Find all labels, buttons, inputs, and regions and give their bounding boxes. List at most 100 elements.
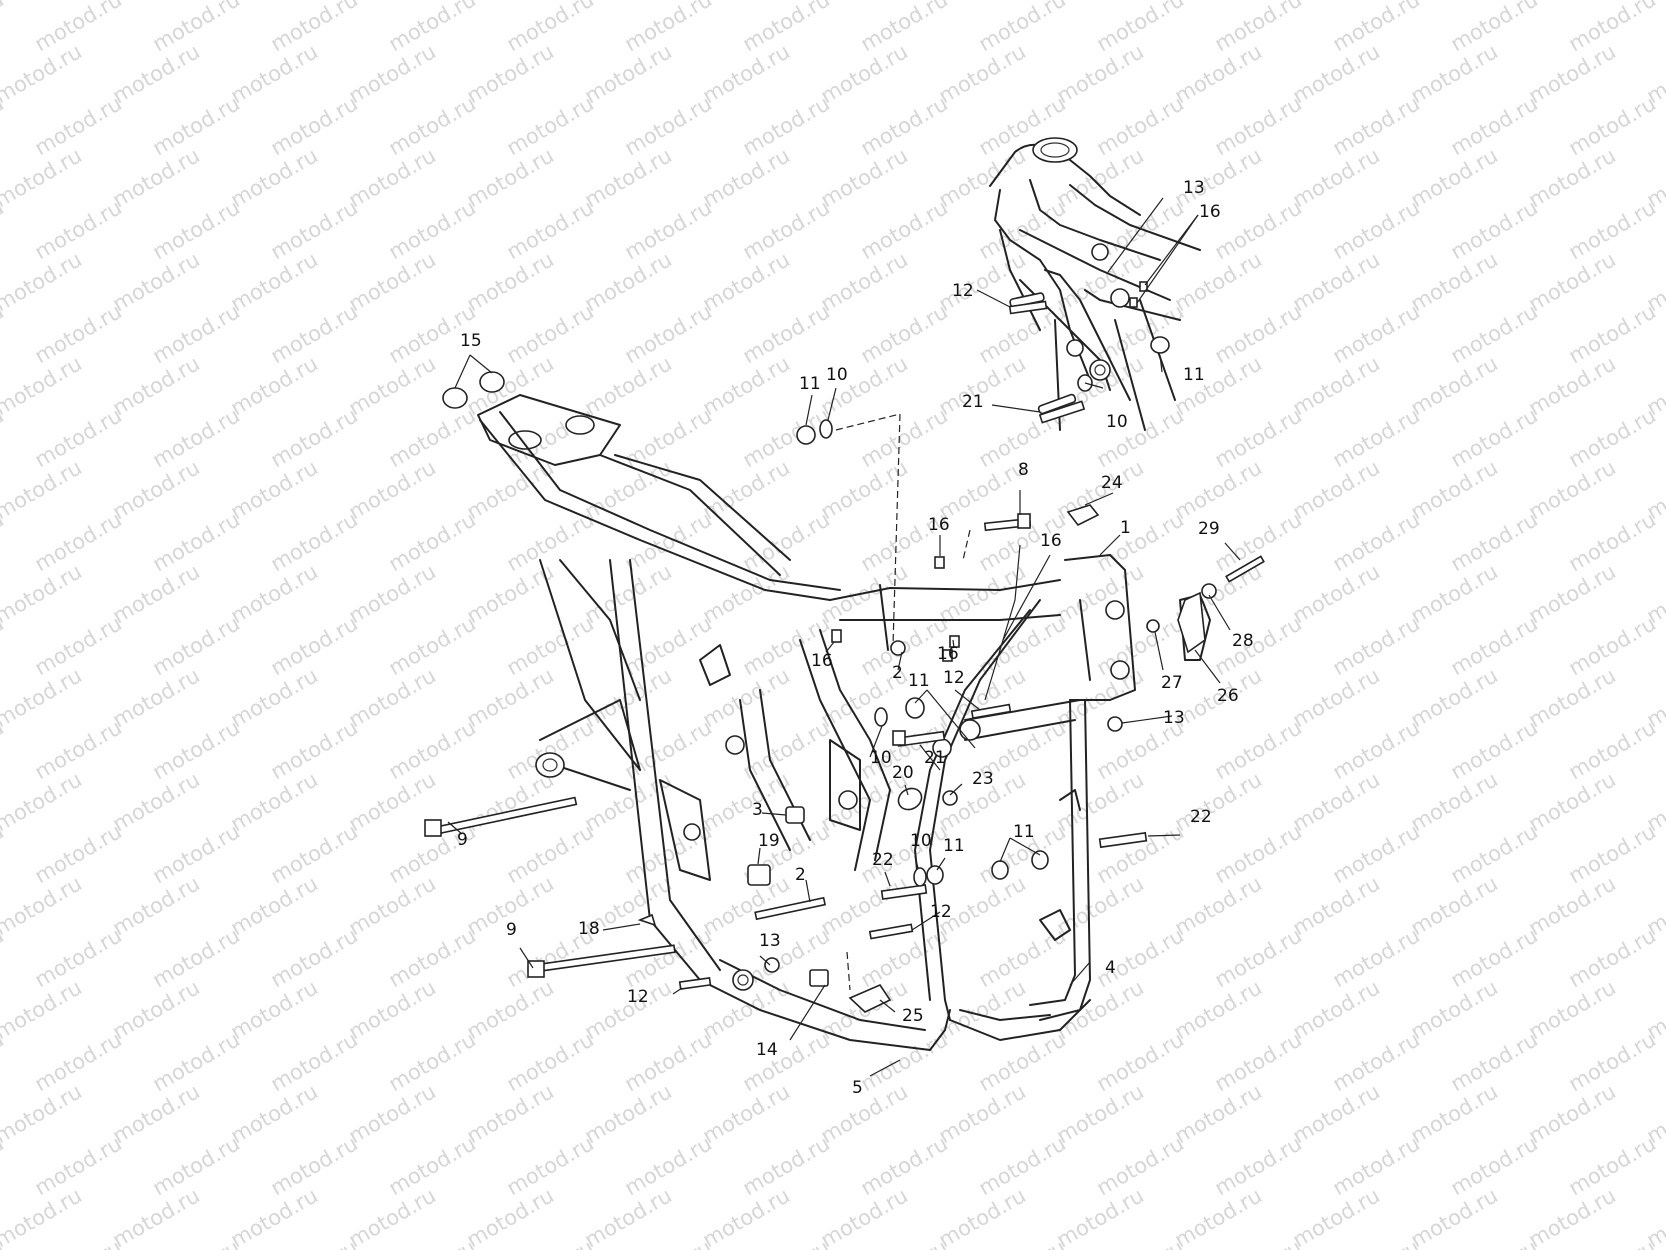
watermark-text: motod.ru [1093,1027,1188,1096]
watermark-text: motod.ru [1447,195,1542,264]
watermark-text: motod.ru [385,1027,480,1096]
watermark-text: motod.ru [1447,507,1542,576]
watermark-text: motod.ru [1565,819,1660,888]
watermark-text: motod.ru [31,507,126,576]
watermark-text: motod.ru [149,507,244,576]
watermark-text: motod.ru [385,1235,480,1250]
watermark-text: motod.ru [31,1131,126,1200]
callout-25: 25 [902,1006,924,1026]
watermark-text: motod.ru [857,299,952,368]
watermark-text: motod.ru [31,1235,126,1250]
watermark-text: motod.ru [385,715,480,784]
watermark-text: motod.ru [385,195,480,264]
callout-10: 10 [910,831,932,851]
callout-16: 16 [811,651,833,671]
watermark-text: motod.ru [739,507,834,576]
watermark-text: motod.ru [1447,299,1542,368]
watermark-text: motod.ru [149,299,244,368]
watermark-text: motod.ru [975,611,1070,680]
watermark-text: motod.ru [1093,1131,1188,1200]
watermark-text: motod.ru [1447,1131,1542,1200]
callout-2: 2 [892,663,903,683]
watermark-text: motod.ru [1211,507,1306,576]
watermark-text: motod.ru [149,923,244,992]
watermark-text: motod.ru [1329,923,1424,992]
watermark-text: motod.ru [267,195,362,264]
watermark-text: motod.ru [1329,195,1424,264]
watermark-text: motod.ru [857,1235,952,1250]
watermark-text: motod.ru [503,507,598,576]
watermark-text: motod.ru [1447,819,1542,888]
watermark-text: motod.ru [503,611,598,680]
watermark-text: motod.ru [267,1131,362,1200]
watermark-text: motod.ru [1565,403,1660,472]
watermark-text: motod.ru [621,299,716,368]
watermark-text: motod.ru [385,403,480,472]
callout-4: 4 [1105,958,1116,978]
callout-28: 28 [1232,631,1254,651]
watermark-text: motod.ru [1211,819,1306,888]
watermark-text: motod.ru [1565,1131,1660,1200]
watermark-text: motod.ru [267,299,362,368]
watermark-text: motod.ru [1093,91,1188,160]
callout-9: 9 [457,830,468,850]
watermark-text: motod.ru [1447,403,1542,472]
callout-10: 10 [870,748,892,768]
watermark-text: motod.ru [621,195,716,264]
watermark-text: motod.ru [621,1235,716,1250]
watermark-text: motod.ru [1211,923,1306,992]
callout-9: 9 [506,920,517,940]
watermark-text: motod.ru [149,1027,244,1096]
watermark-text: motod.ru [1329,1235,1424,1250]
watermark-text: motod.ru [1329,611,1424,680]
callout-12: 12 [952,281,974,301]
callout-21: 21 [924,748,946,768]
callout-11: 11 [1183,365,1205,385]
watermark-text: motod.ru [975,923,1070,992]
watermark-text: motod.ru [31,1027,126,1096]
watermark-text: motod.ru [385,611,480,680]
callout-19: 19 [758,831,780,851]
callout-13: 13 [1163,708,1185,728]
watermark-text: motod.ru [149,403,244,472]
callout-16: 16 [1040,531,1062,551]
callout-26: 26 [1217,686,1239,706]
watermark-text: motod.ru [739,403,834,472]
watermark-text: motod.ru [1329,819,1424,888]
watermark-text: motod.ru [267,1235,362,1250]
watermark-text: motod.ru [621,1027,716,1096]
watermark-text: motod.ru [503,299,598,368]
callout-13: 13 [759,931,781,951]
watermark-text: motod.ru [149,715,244,784]
watermark-text: motod.ru [1643,0,1666,4]
callout-18: 18 [578,919,600,939]
callout-12: 12 [930,902,952,922]
watermark-text: motod.ru [31,611,126,680]
watermark-text: motod.ru [385,923,480,992]
callout-29: 29 [1198,519,1220,539]
watermark-text: motod.ru [1447,715,1542,784]
watermark-text: motod.ru [267,403,362,472]
watermark-text: motod.ru [1329,507,1424,576]
callout-11: 11 [799,374,821,394]
callout-3: 3 [752,800,763,820]
steering-head-inset [989,137,1201,431]
watermark-text: motod.ru [1211,195,1306,264]
callout-5: 5 [852,1078,863,1098]
callout-22: 22 [872,850,894,870]
watermark-text: motod.ru [1329,1027,1424,1096]
callout-21: 21 [962,392,984,412]
watermark-text: motod.ru [1329,1131,1424,1200]
watermark-text: motod.ru [1093,611,1188,680]
watermark-text: motod.ru [1565,299,1660,368]
watermark-text: motod.ru [1447,91,1542,160]
callout-2: 2 [795,865,806,885]
callout-13: 13 [1183,178,1205,198]
watermark-text: motod.ru [739,299,834,368]
watermark-text: motod.ru [621,91,716,160]
watermark-text: motod.ru [1211,1027,1306,1096]
callout-1: 1 [1120,518,1131,538]
watermark-text: motod.ru [1211,715,1306,784]
dashed-guides [835,413,971,991]
